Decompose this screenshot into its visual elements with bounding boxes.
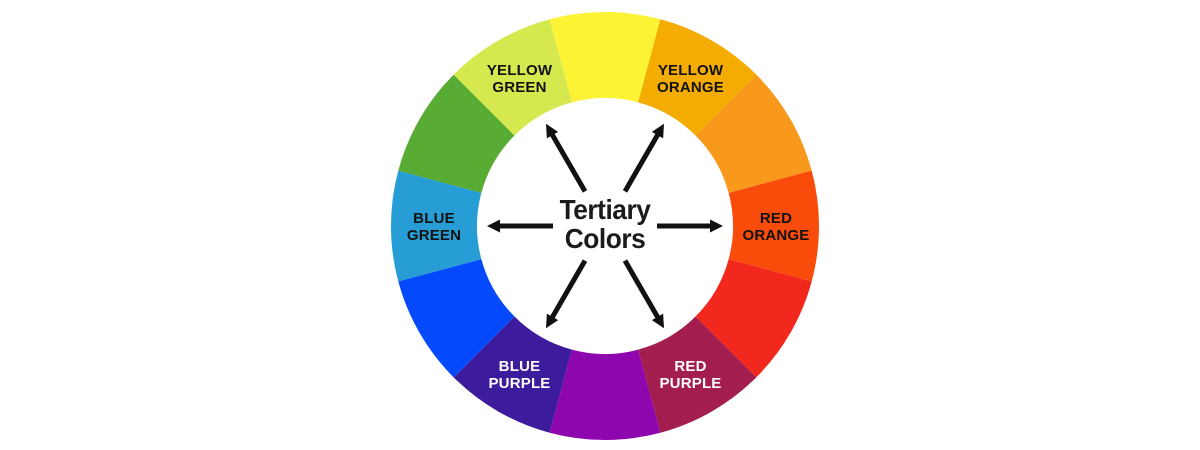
segment-red <box>695 259 812 378</box>
arrow-head-150 <box>651 313 664 329</box>
segment-red-orange <box>728 170 819 282</box>
arrow-shaft-150 <box>622 259 661 320</box>
center-label-line1: Tertiary <box>559 194 651 226</box>
segment-blue-green <box>391 170 482 282</box>
segment-red-purple <box>638 316 757 433</box>
arrow-head-270 <box>487 219 500 233</box>
segment-yellow <box>549 12 661 103</box>
arrow-head-30 <box>651 123 664 139</box>
segment-blue <box>398 259 515 378</box>
segment-yellow-green <box>453 19 572 136</box>
segment-purple <box>549 349 661 440</box>
center-label: Tertiary Colors <box>559 194 651 254</box>
arrow-head-90 <box>710 219 723 233</box>
arrow-head-330 <box>546 123 559 139</box>
segment-yellow-orange <box>638 19 757 136</box>
segment-green <box>398 74 515 193</box>
arrow-shaft-30 <box>622 132 661 193</box>
arrow-shaft-330 <box>549 132 588 193</box>
center-label-line2: Colors <box>564 223 646 254</box>
arrow-shaft-210 <box>549 259 588 320</box>
segment-blue-purple <box>453 316 572 433</box>
segment-orange <box>695 74 812 193</box>
arrow-head-210 <box>546 313 559 329</box>
